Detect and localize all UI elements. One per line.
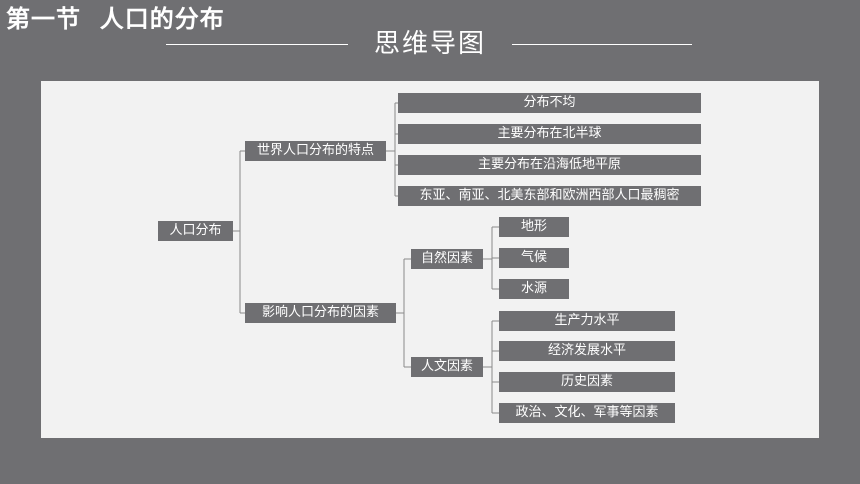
human-factor-item: 经济发展水平 <box>499 341 675 361</box>
subtitle: 思维导图 <box>373 29 486 59</box>
subtitle-left-line <box>166 44 348 45</box>
subtitle-right-line <box>512 44 692 45</box>
natural-factor-item: 水源 <box>499 279 569 299</box>
characteristic-item: 主要分布在北半球 <box>398 124 701 144</box>
mindmap-panel: 人口分布 世界人口分布的特点 分布不均 主要分布在北半球 主要分布在沿海低地平原… <box>41 81 819 438</box>
human-factors-node: 人文因素 <box>411 357 483 377</box>
human-factor-item: 生产力水平 <box>499 311 675 331</box>
natural-factor-item: 地形 <box>499 217 569 237</box>
natural-factor-item: 气候 <box>499 248 569 268</box>
branch-factors: 影响人口分布的因素 <box>245 303 396 323</box>
branch-characteristics: 世界人口分布的特点 <box>245 141 386 161</box>
connector-lines <box>233 102 499 414</box>
characteristic-item: 主要分布在沿海低地平原 <box>398 155 701 175</box>
human-factor-item: 历史因素 <box>499 372 675 392</box>
natural-factors-node: 自然因素 <box>411 249 483 269</box>
characteristic-item: 分布不均 <box>398 93 701 113</box>
characteristic-item: 东亚、南亚、北美东部和欧洲西部人口最稠密 <box>398 186 701 206</box>
human-factor-item: 政治、文化、军事等因素 <box>499 403 675 423</box>
root-node: 人口分布 <box>158 221 233 241</box>
page-title: 第一节 人口的分布 <box>6 5 225 33</box>
